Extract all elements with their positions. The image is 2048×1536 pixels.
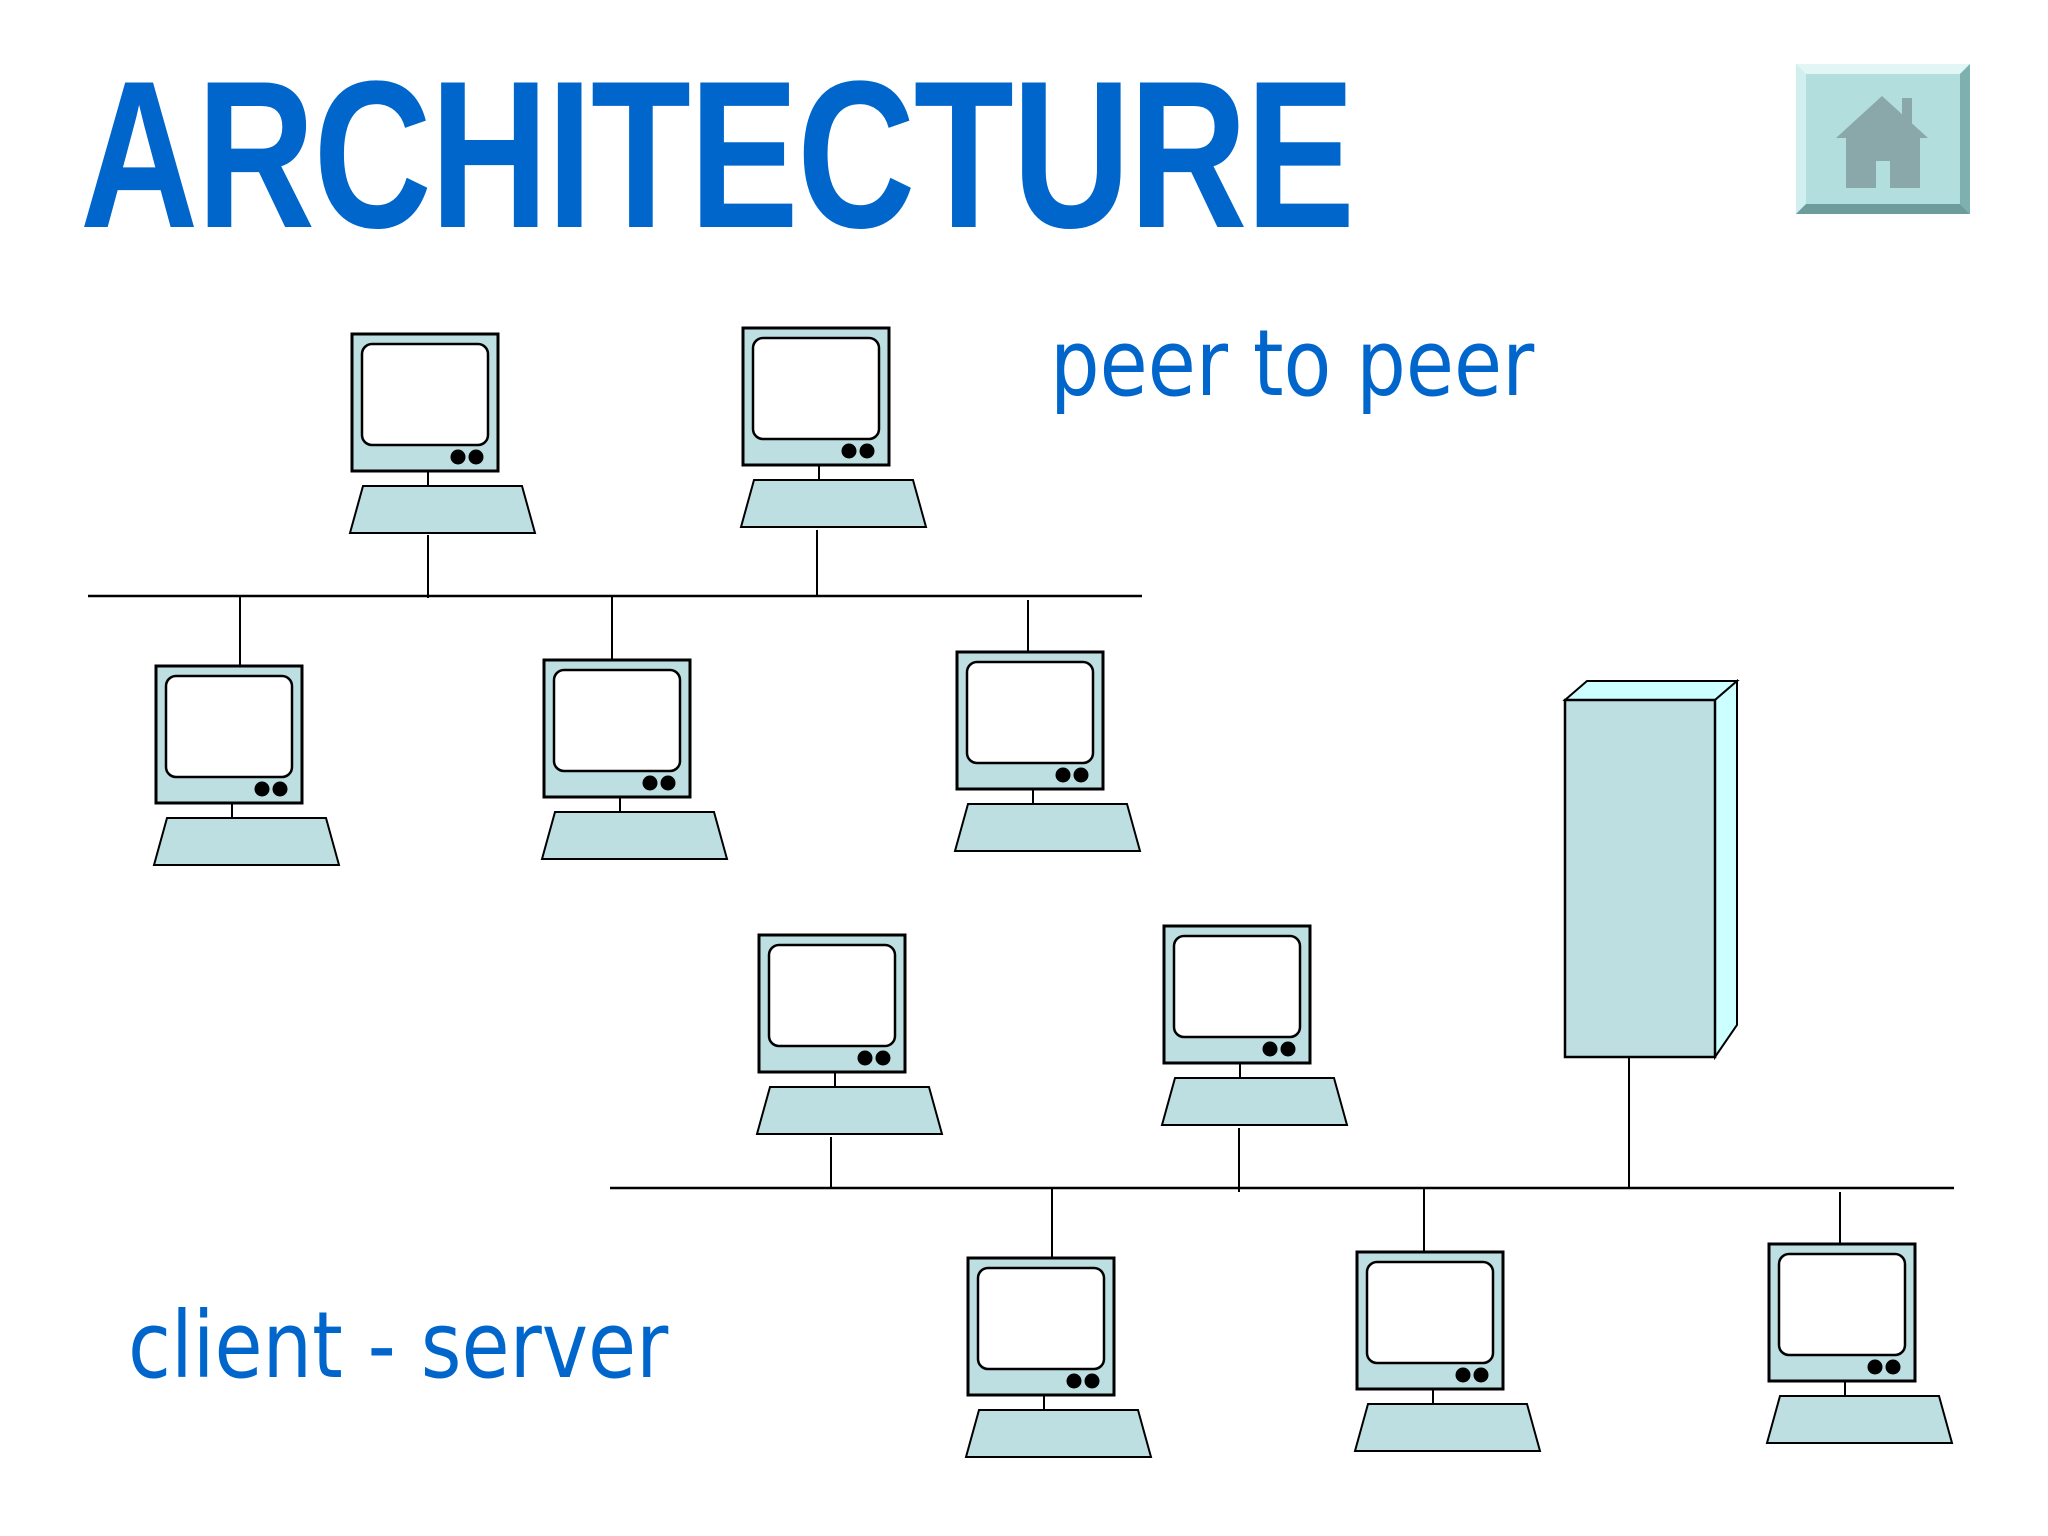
- peer-to-peer-network: [88, 326, 1142, 867]
- computer-icon: [1160, 924, 1349, 1127]
- computer-icon: [152, 664, 341, 867]
- computer-icon: [739, 326, 928, 529]
- home-icon: [1796, 64, 1970, 214]
- computer-icon: [540, 658, 729, 861]
- home-button[interactable]: [1796, 64, 1970, 214]
- server-icon: [1562, 678, 1740, 1061]
- computer-icon: [1353, 1250, 1542, 1453]
- computer-icon: [348, 332, 537, 535]
- computer-icon: [755, 933, 944, 1136]
- computer-icon: [1765, 1242, 1954, 1445]
- computer-icon: [953, 650, 1142, 853]
- client-server-label: client - server: [128, 1292, 669, 1399]
- client-server-network: [610, 678, 1954, 1459]
- computer-icon: [964, 1256, 1153, 1459]
- peer-to-peer-label: peer to peer: [1050, 310, 1535, 417]
